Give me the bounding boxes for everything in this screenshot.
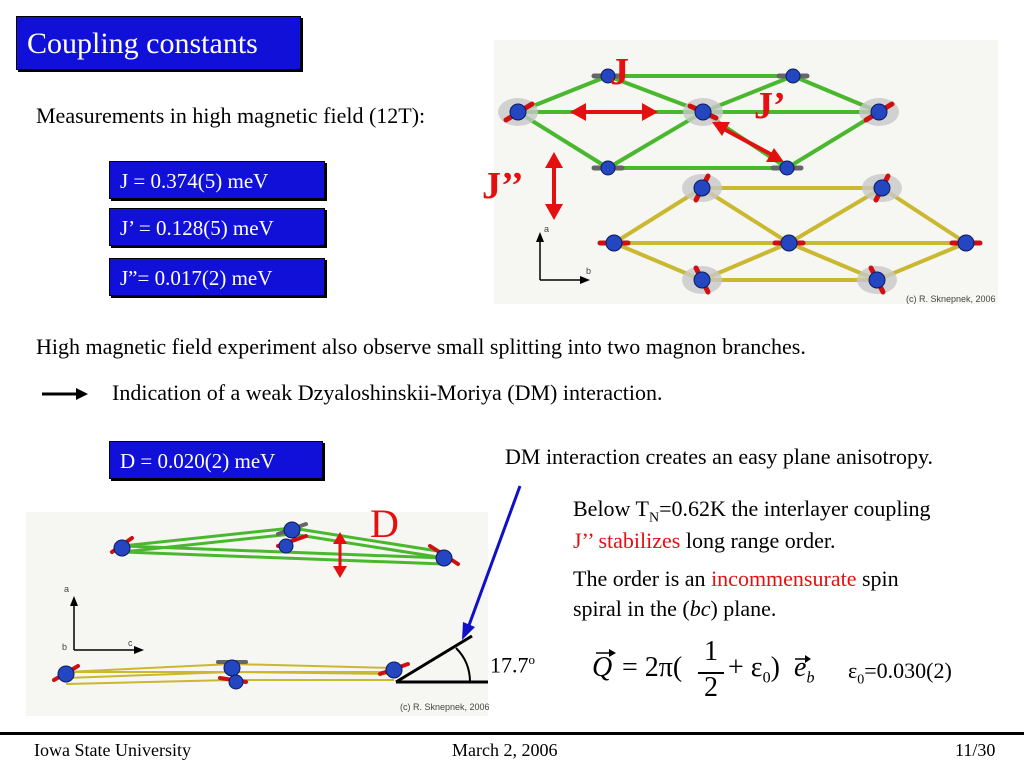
splitting-text: High magnetic field experiment also obse… [36, 334, 806, 359]
epsilon-value: ε0=0.030(2) [848, 658, 952, 688]
jp-value-box: J’ = 0.128(5) meV [109, 208, 325, 246]
angle-label: 17.7o [490, 652, 535, 678]
vector-arrow-icon [596, 649, 616, 657]
axes-top [536, 232, 590, 284]
label-j: J [610, 51, 629, 93]
axis-c-bottom: c [128, 638, 133, 648]
jpp-arrow [545, 152, 563, 220]
footer-page-number: 11/30 [955, 740, 996, 760]
footer-rule [0, 732, 1024, 735]
order-line1: The order is an incommensurate spin [573, 566, 899, 591]
label-jpp: J’’ [482, 165, 524, 207]
order-line2: spiral in the (bc) plane. [573, 596, 777, 621]
j-value-box: J = 0.374(5) meV [109, 161, 325, 199]
label-d: D [370, 501, 399, 546]
lattice-figure-bottom: D a b c (c) R. Sknepnek, 2006 [26, 501, 490, 716]
fraction-bar [698, 672, 724, 674]
footer-date: March 2, 2006 [452, 740, 558, 760]
jp-arrow [712, 122, 784, 162]
d-value-box: D = 0.020(2) meV [109, 441, 323, 479]
pointer-arrow [462, 485, 522, 640]
lattice-diagram-bottom [52, 521, 488, 690]
lattice-diagram-top [498, 68, 983, 295]
caption-top: (c) R. Sknepnek, 2006 [906, 294, 996, 304]
axes-bottom [70, 596, 144, 654]
unit-vector-arrow-icon [795, 655, 811, 663]
axis-a-bottom: a [64, 584, 70, 594]
implies-arrow-icon [42, 388, 88, 400]
footer-institution: Iowa State University [34, 740, 191, 760]
slide-title: Coupling constants [16, 16, 301, 70]
lattice-figure-top: J J’ J’’ a b (c) R. Sknepnek, 2006 [482, 40, 998, 304]
green-layer-bonds [121, 526, 445, 566]
indication-text: Indication of a weak Dzyaloshinskii-Mori… [112, 380, 663, 405]
j-arrow [570, 103, 658, 121]
dm-anisotropy-text: DM interaction creates an easy plane ani… [505, 444, 934, 469]
below-tn-line2: J’’ stabilizes long range order. [573, 528, 836, 553]
below-tn-line1: Below TN=0.62K the interlayer coupling [573, 496, 931, 526]
label-jp: J’ [754, 85, 786, 127]
caption-bottom: (c) R. Sknepnek, 2006 [400, 702, 490, 712]
angle-marker [395, 634, 488, 684]
yellow-bonds [612, 186, 968, 282]
measurements-heading: Measurements in high magnetic field (12T… [36, 103, 426, 128]
jpp-value-box: J”= 0.017(2) meV [109, 258, 325, 296]
axis-b-top: b [586, 266, 592, 276]
wavevector-formula: Q = 2π( 1 2 + ε0) eb [592, 636, 815, 703]
atoms [509, 68, 975, 289]
atoms-bottom [57, 521, 453, 690]
d-arrow [333, 532, 347, 578]
axis-a-top: a [544, 224, 550, 234]
axis-b-bottom: b [62, 642, 68, 652]
